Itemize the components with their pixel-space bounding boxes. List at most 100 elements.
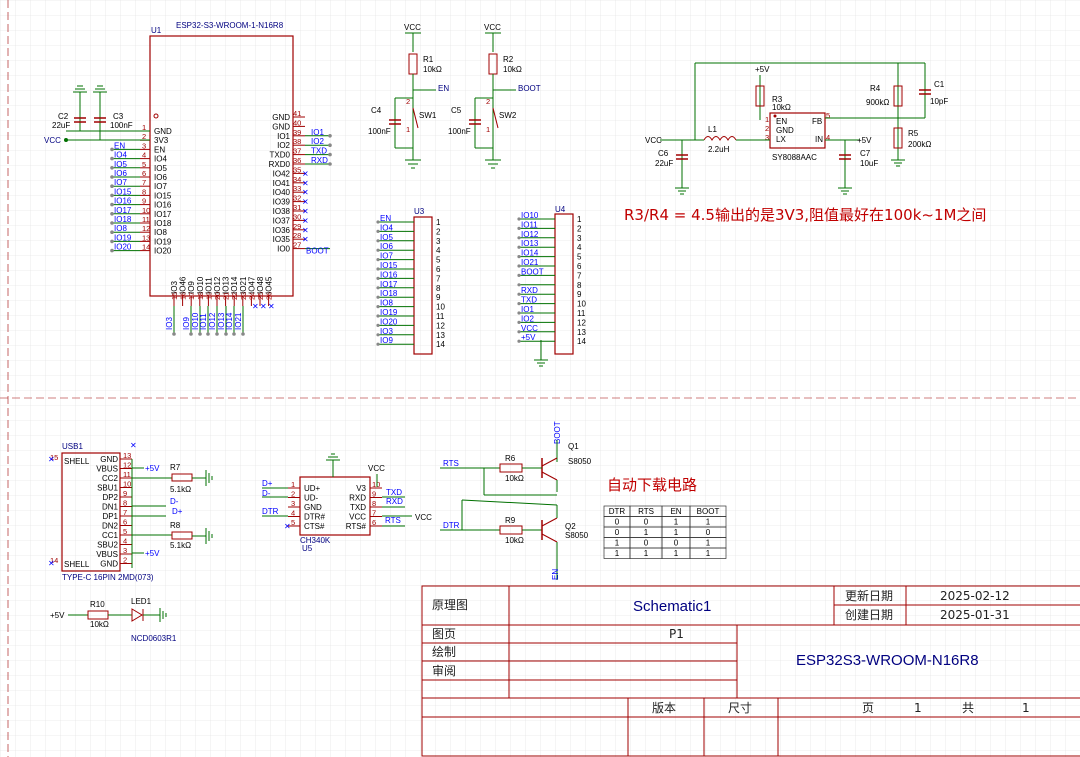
u1-pin-number: 35 [293,165,301,174]
u1-pin-number: 25 [256,292,265,300]
u3-header[interactable]: U3 1EN2IO43IO54IO65IO76IO157IO168IO179IO… [376,207,445,355]
usb-pin-name: SBU2 [97,541,118,550]
u1-pin-number: 17 [187,292,196,300]
u1-pin-number: 18 [196,292,205,300]
svg-text:U3: U3 [414,207,425,216]
header-net-label: IO13 [521,239,539,248]
no-connect-icon: ✕ [302,169,309,178]
header-pin-number: 4 [577,243,582,252]
u1-pin-name: IO4 [154,155,167,164]
u1-pin-name: IO35 [273,235,291,244]
header-net-label: IO12 [521,230,539,239]
header-net-label: +5V [521,333,536,342]
tb-pg: 1 [914,701,922,715]
u1-pin-name: IO18 [154,219,172,228]
header-net-dot [376,258,380,262]
power-led[interactable]: +5V R10 10kΩ LED1 NCD0603R1 [50,597,177,643]
header-pin-number: 13 [577,328,586,337]
u1-net-label: IO11 [199,313,208,330]
svg-text:VCC: VCC [645,136,662,145]
truth-table-text: 0 [644,518,649,527]
svg-text:10kΩ: 10kΩ [90,620,109,629]
svg-text:200kΩ: 200kΩ [908,140,931,149]
usb-pin-name: CC1 [102,531,119,540]
u1-pin-name: EN [154,145,165,154]
u1-pin-number: 23 [239,292,248,300]
u1-net-dot [110,202,114,207]
u1-pin-number: 41 [293,109,301,118]
tb-total-label: 共 [962,701,974,715]
svg-text:22uF: 22uF [655,159,673,168]
u1-pin-name: IO16 [154,201,172,210]
title-block [421,585,1080,757]
svg-text:15: 15 [50,453,58,462]
usb-c-connector[interactable]: USB1 SHELL SHELL 15 14 TYPE-C 16PIN 2MD(… [48,441,213,582]
auto-download-circuit[interactable]: BOOT Q1 S8050 RTS R6 10kΩ DTR R9 10kΩ Q2… [440,421,592,580]
u1-pin-number: 36 [293,156,301,165]
tb-updated-label: 更新日期 [845,588,893,603]
tb-updated: 2025-02-12 [940,589,1010,603]
header-net-label: IO17 [380,280,398,289]
u1-pin-name: IO42 [273,169,291,178]
tb-pg-label: 页 [862,701,874,715]
u1-pin-name: IO39 [273,198,291,207]
svg-text:C4: C4 [371,106,382,115]
svg-text:S8050: S8050 [565,531,589,540]
u1-net-dot [110,175,114,179]
en-reset-circuit[interactable]: VCC R1 10kΩ EN C4 100nF SW1 2 1 [368,23,449,169]
u1-net-label: EN [114,141,125,150]
decoupling-caps[interactable]: VCC C2 22uF C3 100nF [44,85,150,145]
svg-text:SY8088AAC: SY8088AAC [772,153,817,162]
ch340-pin-number: 4 [291,509,295,518]
u1-net-label: RXD [311,156,328,165]
ch340-pin-name: VCC [349,513,366,522]
u1-pin-number: 20 [213,292,222,300]
ch340-pin-name: UD- [304,494,319,503]
tb-page: P1 [669,627,684,641]
svg-text:C7: C7 [860,149,871,158]
boot-circuit[interactable]: VCC R2 10kΩ BOOT C5 100nF SW2 2 1 [448,23,541,169]
u1-pin-number: 28 [293,231,301,240]
u1-pin-name: IO45 [265,276,274,294]
buck-converter[interactable]: +5V R3 10kΩ EN GND LX FB IN 1 2 3 5 4 SY… [645,62,948,195]
truth-table-text: 0 [674,539,679,548]
u1-pin-name: IO13 [222,276,231,294]
header-pin-number: 10 [577,300,586,309]
header-pin-number: 1 [436,218,441,227]
tb-schematic-name: Schematic1 [633,598,711,615]
header-pin-number: 12 [577,318,586,327]
usb-pin-number: 6 [123,518,127,527]
svg-text:L1: L1 [708,125,717,134]
u1-net-label: IO10 [191,312,200,330]
u1-pin-number: 4 [142,151,146,160]
u1-pin-name: IO0 [277,245,290,254]
u1-net-label: IO18 [114,215,132,224]
header-net-label: VCC [521,324,538,333]
usb-pin-number: 10 [123,480,131,489]
ch340-pin-name: RXD [349,494,366,503]
no-connect-icon: ✕ [302,179,309,188]
u1-net-dot [328,152,332,157]
u1-pin-number: 37 [293,147,301,156]
u1-pin-number: 5 [142,160,146,169]
u1-pin-number: 14 [142,243,150,252]
truth-table-text: 1 [615,539,620,548]
ch340-pin-number: 5 [291,518,295,527]
header-net-dot [376,239,380,243]
svg-text:U4: U4 [555,205,566,214]
tb-size-label: 尺寸 [728,701,752,715]
svg-text:RTS: RTS [443,459,459,468]
svg-text:100nF: 100nF [368,127,391,136]
u4-header[interactable]: U4 1IO102IO113IO124IO135IO146IO217BOOT89… [517,205,586,367]
svg-text:5: 5 [826,111,830,120]
u1-net-dot [110,147,114,152]
no-connect-icon: ✕ [302,226,309,235]
u1-pin-number: 6 [142,169,146,178]
u1-pin-name: IO19 [154,237,172,246]
u1-pin-number: 26 [265,292,274,300]
u1-pin-name: IO8 [154,228,167,237]
ch340-pin-number: 1 [291,480,295,489]
svg-text:USB1: USB1 [62,442,83,451]
